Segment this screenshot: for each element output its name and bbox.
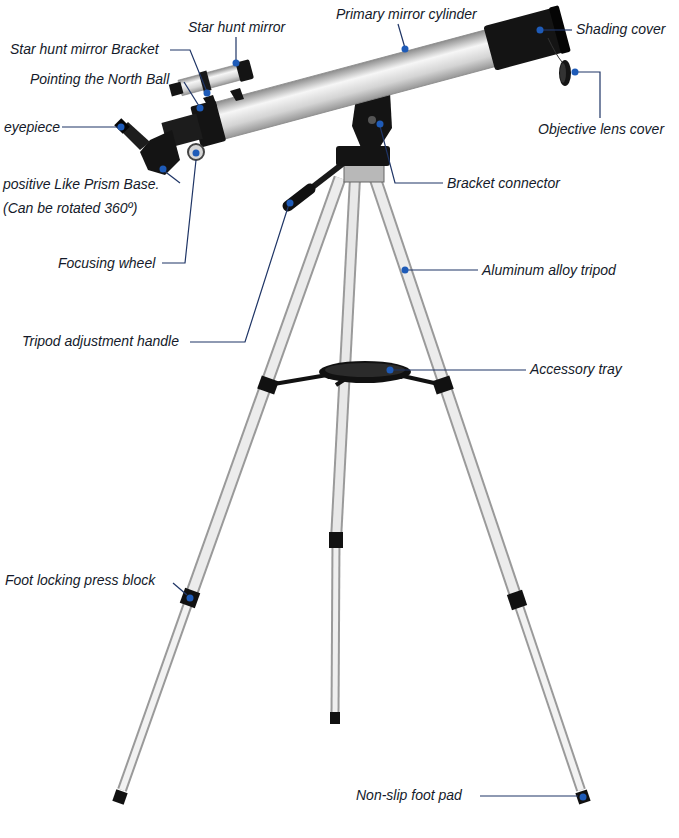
leader-dots xyxy=(160,166,167,173)
part-label: (Can be rotated 360º) xyxy=(3,200,137,217)
leader-dots xyxy=(402,46,409,53)
leader-dots xyxy=(118,124,125,131)
tripod xyxy=(517,600,581,790)
part-label: Star hunt mirror Bracket xyxy=(10,41,159,58)
tripod xyxy=(330,712,340,724)
leader-dots xyxy=(197,105,204,112)
mount xyxy=(336,146,390,166)
leader-dots xyxy=(580,794,587,801)
finder-scope xyxy=(169,82,184,97)
leader-dots xyxy=(233,60,240,67)
lens-cover xyxy=(548,38,571,86)
leader-lines xyxy=(235,37,236,62)
part-label: Star hunt mirror xyxy=(188,19,285,36)
leader-dots xyxy=(187,595,194,602)
main-tube xyxy=(210,28,502,140)
leader-lines xyxy=(398,24,405,48)
part-label: Aluminum alloy tripod xyxy=(482,262,616,279)
leader-dots xyxy=(537,27,544,34)
leader-dots xyxy=(204,90,211,97)
leader-dots xyxy=(377,121,384,128)
accessory-tray xyxy=(257,361,454,395)
tripod xyxy=(336,178,355,540)
accessory-tray xyxy=(319,361,411,383)
finder-scope xyxy=(178,63,246,96)
diagonal-eyepiece xyxy=(140,130,180,175)
tripod xyxy=(517,600,581,790)
leader-lines xyxy=(170,50,207,92)
mount xyxy=(368,116,376,124)
leader-lines xyxy=(405,269,478,270)
part-label: Primary mirror cylinder xyxy=(336,6,477,23)
leader-lines xyxy=(575,72,600,118)
tripod xyxy=(122,598,190,790)
lens-cover xyxy=(548,38,562,62)
leader-lines xyxy=(163,170,180,183)
tripod xyxy=(329,532,343,548)
diagonal-eyepiece xyxy=(114,118,180,175)
part-label: Pointing the North Ball xyxy=(30,71,169,88)
leader-lines xyxy=(162,160,196,263)
tripod xyxy=(375,178,517,600)
leader-dots xyxy=(118,27,587,801)
accessory-tray xyxy=(325,363,405,377)
leader-dots xyxy=(193,150,200,157)
leader-lines xyxy=(540,29,572,30)
finder-scope xyxy=(230,88,244,101)
tripod xyxy=(375,178,517,600)
part-label: Focusing wheel xyxy=(58,255,155,272)
leader-lines xyxy=(380,126,443,183)
lens-cover xyxy=(559,60,571,86)
main-tube xyxy=(159,5,571,159)
leader-dots xyxy=(402,267,409,274)
part-label: Shading cover xyxy=(576,21,666,38)
leader-lines xyxy=(62,24,600,796)
accessory-tray xyxy=(432,375,454,394)
lens-cover xyxy=(560,63,566,83)
tripod xyxy=(507,590,527,610)
part-label: Tripod adjustment handle xyxy=(22,333,179,350)
part-label: Bracket connector xyxy=(447,175,560,192)
tripod xyxy=(335,540,336,714)
mount xyxy=(344,164,384,182)
leader-lines xyxy=(184,82,199,106)
finder-scope xyxy=(168,59,254,108)
leader-dots xyxy=(572,69,579,76)
leader-dots xyxy=(387,367,394,374)
part-label: Accessory tray xyxy=(530,361,622,378)
part-label: Non-slip foot pad xyxy=(356,787,462,804)
part-label: Objective lens cover xyxy=(538,121,664,138)
leader-dots xyxy=(287,200,294,207)
finder-scope xyxy=(203,95,217,108)
leader-lines xyxy=(62,126,119,127)
finder-scope xyxy=(168,59,254,100)
part-label: Foot locking press block xyxy=(5,572,155,589)
leader-lines xyxy=(173,583,187,595)
diagonal-eyepiece xyxy=(114,118,130,134)
tripod xyxy=(122,598,190,790)
leader-lines xyxy=(190,204,289,342)
focus-knob xyxy=(188,144,204,160)
tripod xyxy=(112,789,127,804)
leader-lines xyxy=(392,369,526,370)
part-label: eyepiece xyxy=(4,119,60,136)
leader-lines xyxy=(480,795,578,796)
tripod xyxy=(575,789,590,804)
tripod xyxy=(336,178,355,540)
accessory-tray xyxy=(257,375,279,394)
part-label: positive Like Prism Base. xyxy=(3,176,159,193)
tripod xyxy=(190,178,340,598)
tripod xyxy=(335,540,336,714)
tripod xyxy=(190,178,340,598)
